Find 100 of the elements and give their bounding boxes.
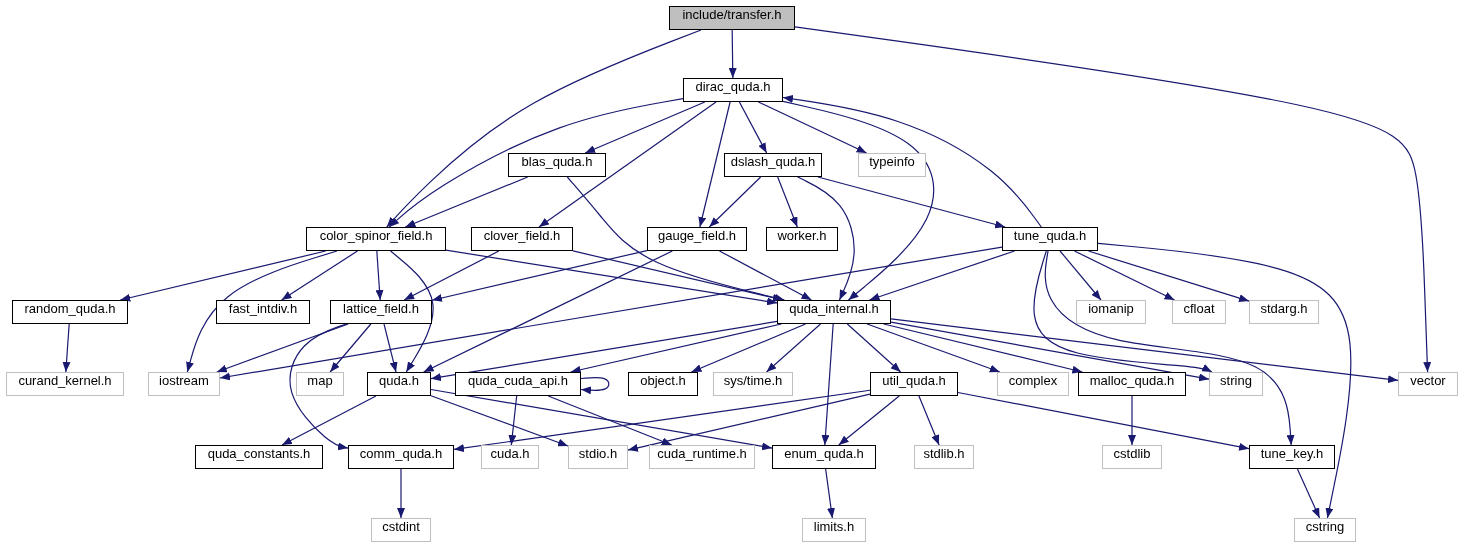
system-header-box: complex <box>997 372 1069 396</box>
include-arrow <box>423 250 673 373</box>
header-file-box: blas_quda.h <box>508 153 606 177</box>
include-arrow <box>782 95 1042 228</box>
include-arrow <box>216 323 349 373</box>
include-arrow <box>186 250 338 373</box>
include-arrow <box>1097 242 1352 519</box>
header-file-box: quda_constants.h <box>195 445 323 469</box>
system-header-box: cfloat <box>1172 300 1226 324</box>
include-arrow <box>757 101 868 154</box>
include-arrow <box>794 26 1432 373</box>
header-file-box: dirac_quda.h <box>683 78 783 102</box>
system-header-box: iomanip <box>1076 300 1146 324</box>
include-arrow <box>445 249 778 306</box>
include-arrow <box>708 176 762 228</box>
include-arrow <box>1044 250 1295 446</box>
include-arrow <box>219 246 1003 381</box>
file-box: include/transfer.h <box>669 6 795 30</box>
system-header-box: cstdlib <box>1102 445 1162 469</box>
include-arrow <box>868 250 1016 301</box>
system-header-box: cstring <box>1294 518 1356 542</box>
include-arrow <box>777 176 798 228</box>
system-header-box: stdlib.h <box>914 445 974 469</box>
include-arrow <box>570 323 782 374</box>
include-arrow <box>1128 395 1136 446</box>
include-arrow <box>698 101 731 228</box>
system-header-box: typeinfo <box>858 153 926 177</box>
include-arrow <box>890 318 1399 384</box>
include-arrow <box>821 323 834 446</box>
header-file-box: quda_cuda_api.h <box>455 372 581 396</box>
system-header-box: cuda_runtime.h <box>649 445 755 469</box>
include-arrow <box>508 395 518 446</box>
include-arrow <box>397 468 405 519</box>
include-arrow <box>547 395 673 446</box>
include-arrow <box>1059 250 1102 301</box>
header-file-box: dslash_quda.h <box>724 153 822 177</box>
system-header-box: cstdint <box>371 518 431 542</box>
header-file-box: fast_intdiv.h <box>216 300 310 324</box>
header-file-box: random_quda.h <box>12 300 128 324</box>
include-arrow <box>386 29 702 228</box>
include-arrow <box>1296 468 1321 519</box>
include-arrow <box>375 250 384 301</box>
include-arrow <box>890 321 1210 382</box>
include-arrow <box>1073 250 1176 301</box>
include-arrow <box>883 323 1083 374</box>
header-file-box: util_quda.h <box>870 372 958 396</box>
header-file-box: comm_quda.h <box>348 445 454 469</box>
include-arrow <box>957 391 1250 451</box>
include-arrow <box>566 176 786 302</box>
include-arrow <box>817 176 1006 229</box>
include-arrow <box>690 323 807 373</box>
header-file-box: quda.h <box>367 372 431 396</box>
include-arrow <box>765 323 822 373</box>
system-header-box: stdio.h <box>568 445 628 469</box>
header-file-box: enum_quda.h <box>772 445 876 469</box>
system-header-box: cuda.h <box>481 445 539 469</box>
include-arrow <box>782 100 935 301</box>
header-file-box: quda_internal.h <box>777 300 891 324</box>
header-file-box: color_spinor_field.h <box>306 227 446 251</box>
header-file-box: clover_field.h <box>471 227 573 251</box>
include-arrow <box>431 249 648 302</box>
include-arrow <box>728 29 737 79</box>
include-arrow <box>866 323 1001 373</box>
include-arrow <box>383 323 398 373</box>
include-arrow <box>1087 250 1250 302</box>
include-arrow <box>738 101 768 154</box>
system-header-box: vector <box>1398 372 1458 396</box>
include-arrow <box>584 101 706 154</box>
header-file-box: worker.h <box>766 227 838 251</box>
include-arrow <box>718 250 813 301</box>
include-arrow <box>388 98 684 228</box>
include-arrow <box>280 250 359 301</box>
header-file-box: gauge_field.h <box>647 227 747 251</box>
system-header-box: sys/time.h <box>713 372 793 396</box>
system-header-box: curand_kernel.h <box>6 372 124 396</box>
header-file-box: malloc_quda.h <box>1078 372 1186 396</box>
header-file-box: tune_quda.h <box>1002 227 1098 251</box>
header-file-box: object.h <box>628 372 698 396</box>
header-file-box: tune_key.h <box>1249 445 1335 469</box>
include-arrow <box>580 377 610 395</box>
include-arrow <box>797 176 855 301</box>
include-arrow <box>918 395 940 446</box>
system-header-box: iostream <box>148 372 220 396</box>
system-header-box: stdarg.h <box>1249 300 1319 324</box>
system-header-box: limits.h <box>802 518 866 542</box>
include-arrow <box>430 388 773 451</box>
include-arrow <box>430 320 778 381</box>
include-arrow <box>538 101 717 228</box>
include-arrow <box>281 395 377 446</box>
header-file-box: lattice_field.h <box>330 300 432 324</box>
system-header-box: string <box>1209 372 1263 396</box>
include-arrow <box>119 250 327 302</box>
include-arrow <box>389 250 434 373</box>
include-arrow <box>453 389 871 452</box>
include-arrow <box>1033 250 1213 373</box>
include-arrow <box>404 176 529 228</box>
system-header-box: map <box>296 372 344 396</box>
include-arrow <box>838 395 900 446</box>
include-arrow <box>329 323 372 373</box>
include-arrow <box>846 323 902 373</box>
